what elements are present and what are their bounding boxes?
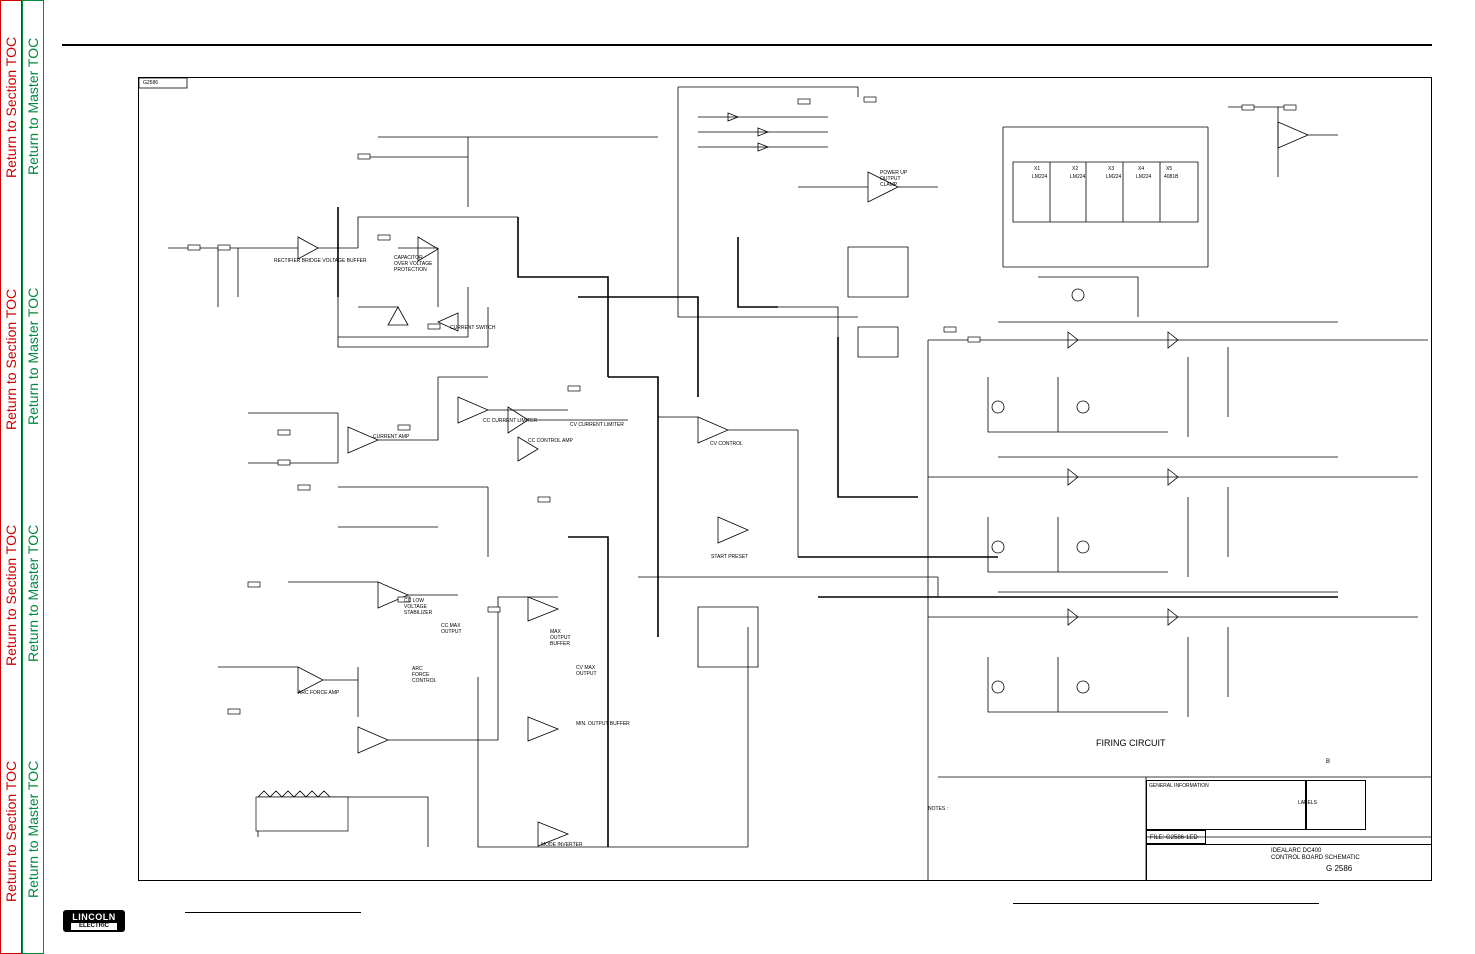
ic-x5-part: 4081B [1164, 174, 1179, 180]
return-to-section-toc-link-1[interactable]: Return to Section TOC [3, 36, 19, 178]
ic-x2-part: LM224 [1070, 174, 1086, 180]
return-to-section-toc-link-4[interactable]: Return to Section TOC [3, 760, 19, 902]
title-block: GENERAL INFORMATION LABELS FILE: G2586-1… [1146, 759, 1432, 881]
corner-ref: G2586 [143, 80, 159, 86]
label-rectifier-buffer: RECTIFIER BRIDGE VOLTAGE BUFFER [274, 258, 367, 264]
return-to-section-toc-link-3[interactable]: Return to Section TOC [3, 524, 19, 666]
label-cc-current-limiter: CC CURRENT LIMITER [483, 418, 538, 424]
general-information-heading: GENERAL INFORMATION [1149, 783, 1209, 789]
return-to-master-toc-link-1[interactable]: Return to Master TOC [25, 37, 41, 175]
label-arc-force-control: ARC FORCE CONTROL [412, 666, 437, 684]
label-capacitor-protection: CAPACITOR OVER VOLTAGE PROTECTION [394, 255, 433, 273]
label-current-amp: CURRENT AMP [373, 434, 410, 440]
ic-x1-part: LM224 [1032, 174, 1048, 180]
file-label: FILE: G2586-1ED [1150, 835, 1198, 841]
ic-x1-label: X1 [1034, 166, 1041, 172]
label-power-up-clamp: POWER UP OUTPUT CLAMP [880, 170, 908, 188]
label-cv-current-limiter: CV CURRENT LIMITER [570, 422, 624, 428]
footer-rule-right [1013, 903, 1319, 904]
control-board-schematic [138, 77, 1432, 881]
label-cv-control: CV CONTROL [710, 441, 743, 447]
label-max-output-buffer: MAX OUTPUT BUFFER [550, 629, 571, 647]
return-to-master-toc-link-4[interactable]: Return to Master TOC [25, 760, 41, 898]
lincoln-electric-logo: LINCOLN ELECTRIC [63, 910, 125, 932]
ic-x4-label: X4 [1138, 166, 1145, 172]
return-to-master-toc-link-2[interactable]: Return to Master TOC [25, 287, 41, 425]
general-info-box [1146, 780, 1306, 830]
notes-heading: NOTES : [928, 806, 949, 812]
revision-letter: B [1326, 759, 1331, 765]
return-to-section-toc-link-2[interactable]: Return to Section TOC [3, 288, 19, 430]
labels-heading: LABELS [1298, 800, 1317, 806]
footer-rule-left [185, 912, 361, 913]
labels-box [1306, 780, 1366, 830]
return-to-master-toc-link-3[interactable]: Return to Master TOC [25, 524, 41, 662]
label-arc-force-amp: ARC FORCE AMP [298, 690, 340, 696]
ic-x3-part: LM224 [1106, 174, 1122, 180]
schematic-frame [138, 77, 1432, 881]
drawing-box [1146, 844, 1432, 881]
ic-x3-label: X3 [1108, 166, 1115, 172]
drawing-title: CONTROL BOARD SCHEMATIC [1271, 855, 1360, 861]
file-box [1146, 830, 1206, 844]
ic-x5-label: X5 [1166, 166, 1173, 172]
label-cc-max-output: CC MAX OUTPUT [441, 623, 462, 635]
header-rule [62, 44, 1432, 46]
drawing-number: G 2586 [1326, 864, 1353, 873]
ic-x4-part: LM224 [1136, 174, 1152, 180]
corner-ref-box [138, 77, 188, 89]
label-start-preset: START PRESET [711, 554, 749, 560]
label-mode-inverter: MODE INVERTER [541, 842, 583, 848]
label-firing-circuit: FIRING CIRCUIT [1096, 738, 1166, 748]
label-cc-low-voltage-stabilizer: CC LOW VOLTAGE STABILIZER [404, 598, 433, 616]
label-cv-max-output: CV MAX OUTPUT [576, 665, 597, 677]
label-cc-control-amp: CC CONTROL AMP [528, 438, 573, 444]
label-current-switch: CURRENT SWITCH [450, 325, 496, 331]
label-min-output-buffer: MIN. OUTPUT BUFFER [576, 721, 630, 727]
ic-x2-label: X2 [1072, 166, 1079, 172]
product-name: IDEALARC DC400 [1271, 848, 1322, 854]
